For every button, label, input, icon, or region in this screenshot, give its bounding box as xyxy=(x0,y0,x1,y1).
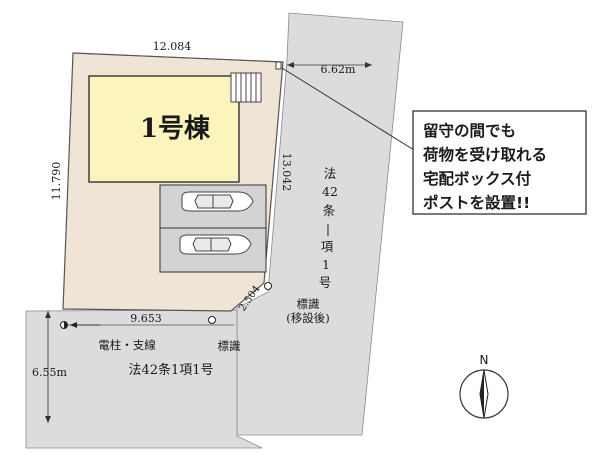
svg-text:|: | xyxy=(326,221,330,236)
callout-leader xyxy=(281,67,415,151)
callout-text: 留守の間でも 荷物を受け取れる 宅配ボックス付 ポストを設置!! xyxy=(423,121,547,212)
top-width-label: 12.084 xyxy=(153,40,192,53)
callout-box xyxy=(412,110,587,215)
svg-text:宅配ボックス付: 宅配ボックス付 xyxy=(423,169,532,188)
svg-text:1: 1 xyxy=(322,257,330,272)
sign-relocated-note: (移設後) xyxy=(286,311,329,325)
south-road-name: 法42条1項1号 xyxy=(128,362,213,378)
svg-text:法: 法 xyxy=(324,166,337,181)
delivery-box-post-icon xyxy=(275,61,282,70)
right-side-label: 13.042 xyxy=(280,153,293,192)
svg-text:ポストを設置!!: ポストを設置!! xyxy=(423,193,530,212)
utility-pole-label: 電柱・支線 xyxy=(98,338,156,352)
car-icon xyxy=(179,234,252,255)
svg-text:項: 項 xyxy=(321,239,334,254)
south-road xyxy=(25,309,263,449)
north-compass-icon xyxy=(459,369,509,419)
north-label: N xyxy=(480,353,489,367)
svg-text:号: 号 xyxy=(319,275,332,290)
utility-pole-icon xyxy=(60,321,68,329)
sign-relocated-icon xyxy=(264,282,272,290)
svg-text:荷物を受け取れる: 荷物を受け取れる xyxy=(423,145,547,164)
south-road-width-label: 6.55m xyxy=(32,366,67,379)
bottom-frontage-label: 9.653 xyxy=(130,312,162,325)
car-icon xyxy=(181,191,254,212)
sign-existing-label: 標識 xyxy=(218,339,241,353)
left-depth-label: 11.790 xyxy=(50,162,63,201)
east-road-width-label: 6.62m xyxy=(321,63,356,76)
svg-text:42: 42 xyxy=(322,184,338,199)
svg-text:留守の間でも: 留守の間でも xyxy=(423,121,516,140)
building-1 xyxy=(88,75,240,183)
entrance-steps xyxy=(230,72,262,103)
sign-icon xyxy=(208,316,216,324)
east-road-name: 法 42 条 | 項 1 号 xyxy=(319,166,338,290)
sign-relocated-label: 標識 xyxy=(297,297,320,311)
svg-text:条: 条 xyxy=(323,203,336,218)
building-1-label: 1号棟 xyxy=(140,114,211,144)
